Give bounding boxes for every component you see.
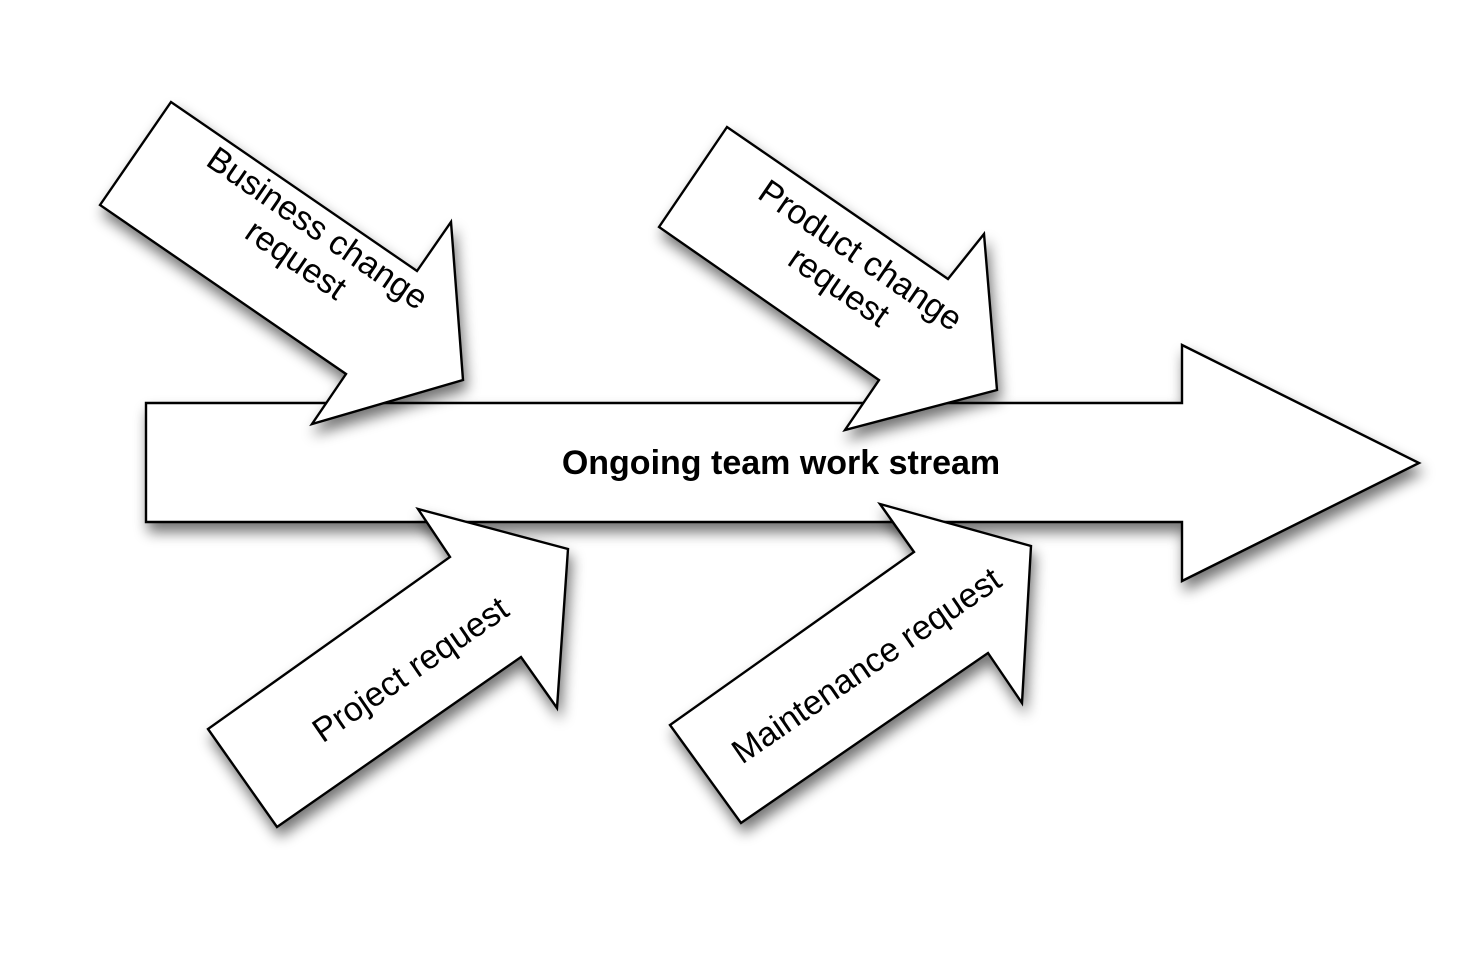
project-request-arrow-shape xyxy=(206,507,570,829)
business-change-request-arrow xyxy=(98,100,465,427)
main-arrow-label: Ongoing team work stream xyxy=(562,444,1000,482)
maintenance-request-arrow xyxy=(668,501,1033,825)
maintenance-request-arrow-shape xyxy=(668,501,1033,825)
project-request-arrow xyxy=(206,507,570,829)
product-change-arrow-shape xyxy=(657,125,999,432)
business-change-arrow-shape xyxy=(98,100,465,427)
product-change-request-arrow xyxy=(657,125,999,432)
